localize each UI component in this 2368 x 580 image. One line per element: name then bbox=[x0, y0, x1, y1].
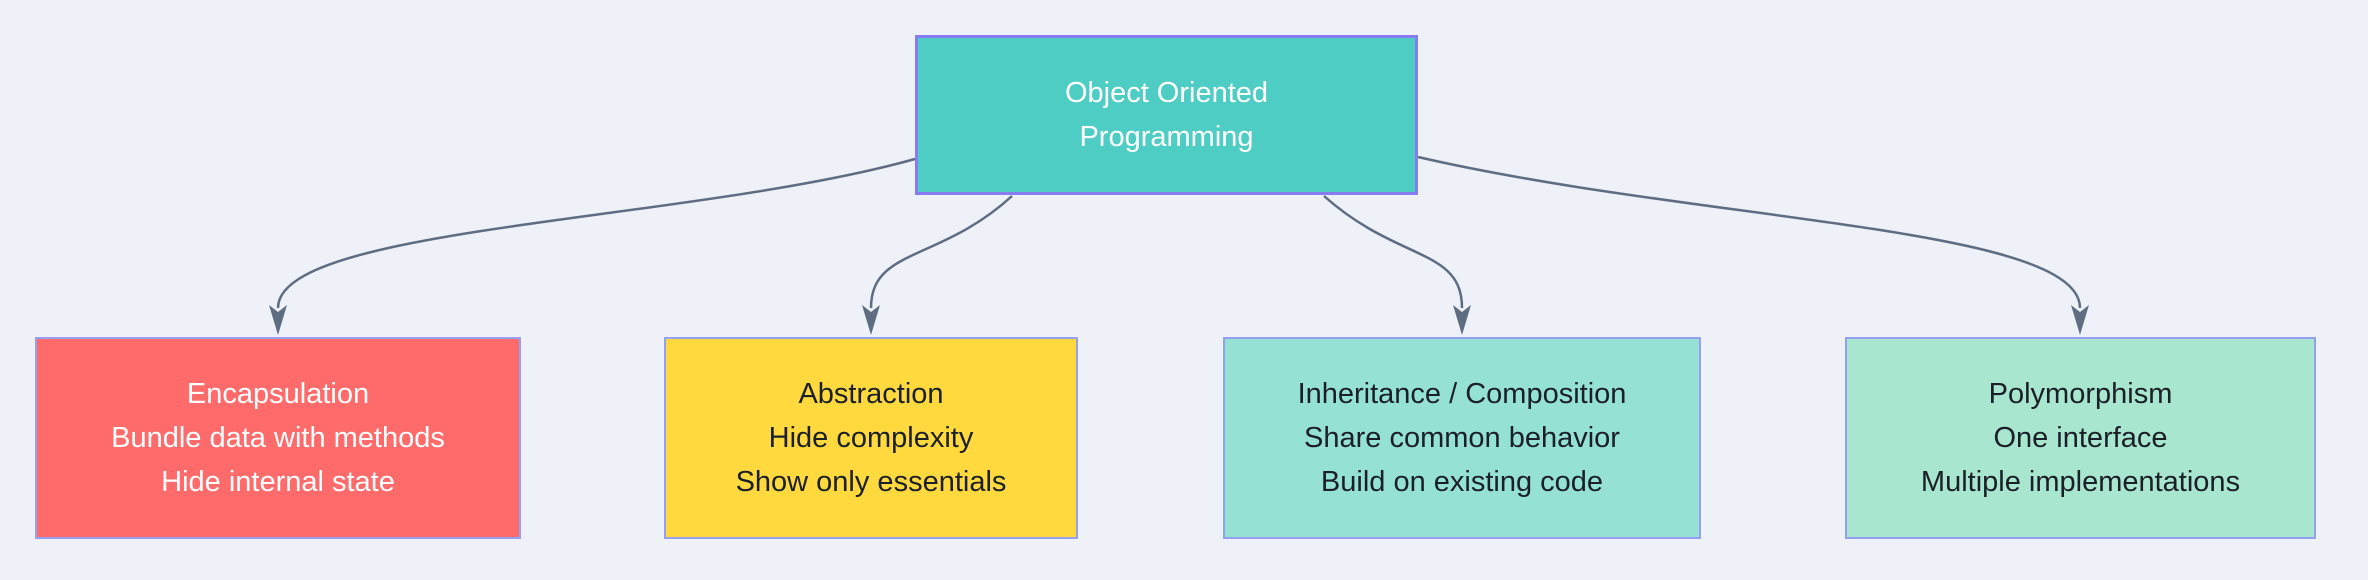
node-label-line: One interface bbox=[1993, 422, 2168, 454]
edge-root-to-abstraction bbox=[869, 195, 1013, 309]
node-label-line: Abstraction bbox=[798, 378, 944, 410]
edge-root-to-encapsulation bbox=[276, 157, 916, 309]
node-label-line: Polymorphism bbox=[1988, 378, 2173, 410]
node-label-line: Hide complexity bbox=[768, 422, 974, 454]
node-abstraction[interactable]: Abstraction Hide complexity Show only es… bbox=[664, 337, 1078, 539]
node-label-line: Bundle data with methods bbox=[111, 422, 445, 454]
node-label-line: Inheritance / Composition bbox=[1297, 378, 1627, 410]
node-label-line: Share common behavior bbox=[1304, 422, 1620, 454]
node-label-line: Programming bbox=[1079, 121, 1254, 153]
node-label-line: Multiple implementations bbox=[1920, 466, 2241, 498]
arrowhead-inheritance-icon bbox=[1453, 305, 1471, 335]
node-inheritance-composition[interactable]: Inheritance / Composition Share common b… bbox=[1223, 337, 1701, 539]
node-encapsulation[interactable]: Encapsulation Bundle data with methods H… bbox=[35, 337, 521, 539]
arrowhead-abstraction-icon bbox=[862, 305, 880, 335]
node-label-line: Encapsulation bbox=[186, 378, 370, 410]
arrowhead-encapsulation-icon bbox=[269, 305, 287, 335]
arrowhead-polymorphism-icon bbox=[2071, 305, 2089, 335]
edge-root-to-inheritance bbox=[1323, 195, 1464, 309]
node-label-line: Show only essentials bbox=[735, 466, 1007, 498]
node-polymorphism[interactable]: Polymorphism One interface Multiple impl… bbox=[1845, 337, 2316, 539]
node-label-line: Hide internal state bbox=[161, 466, 395, 498]
node-object-oriented-programming[interactable]: Object Oriented Programming bbox=[915, 35, 1418, 195]
edge-root-to-polymorphism bbox=[1417, 155, 2082, 309]
node-label-line: Object Oriented bbox=[1064, 77, 1269, 109]
node-label-line: Build on existing code bbox=[1320, 466, 1604, 498]
